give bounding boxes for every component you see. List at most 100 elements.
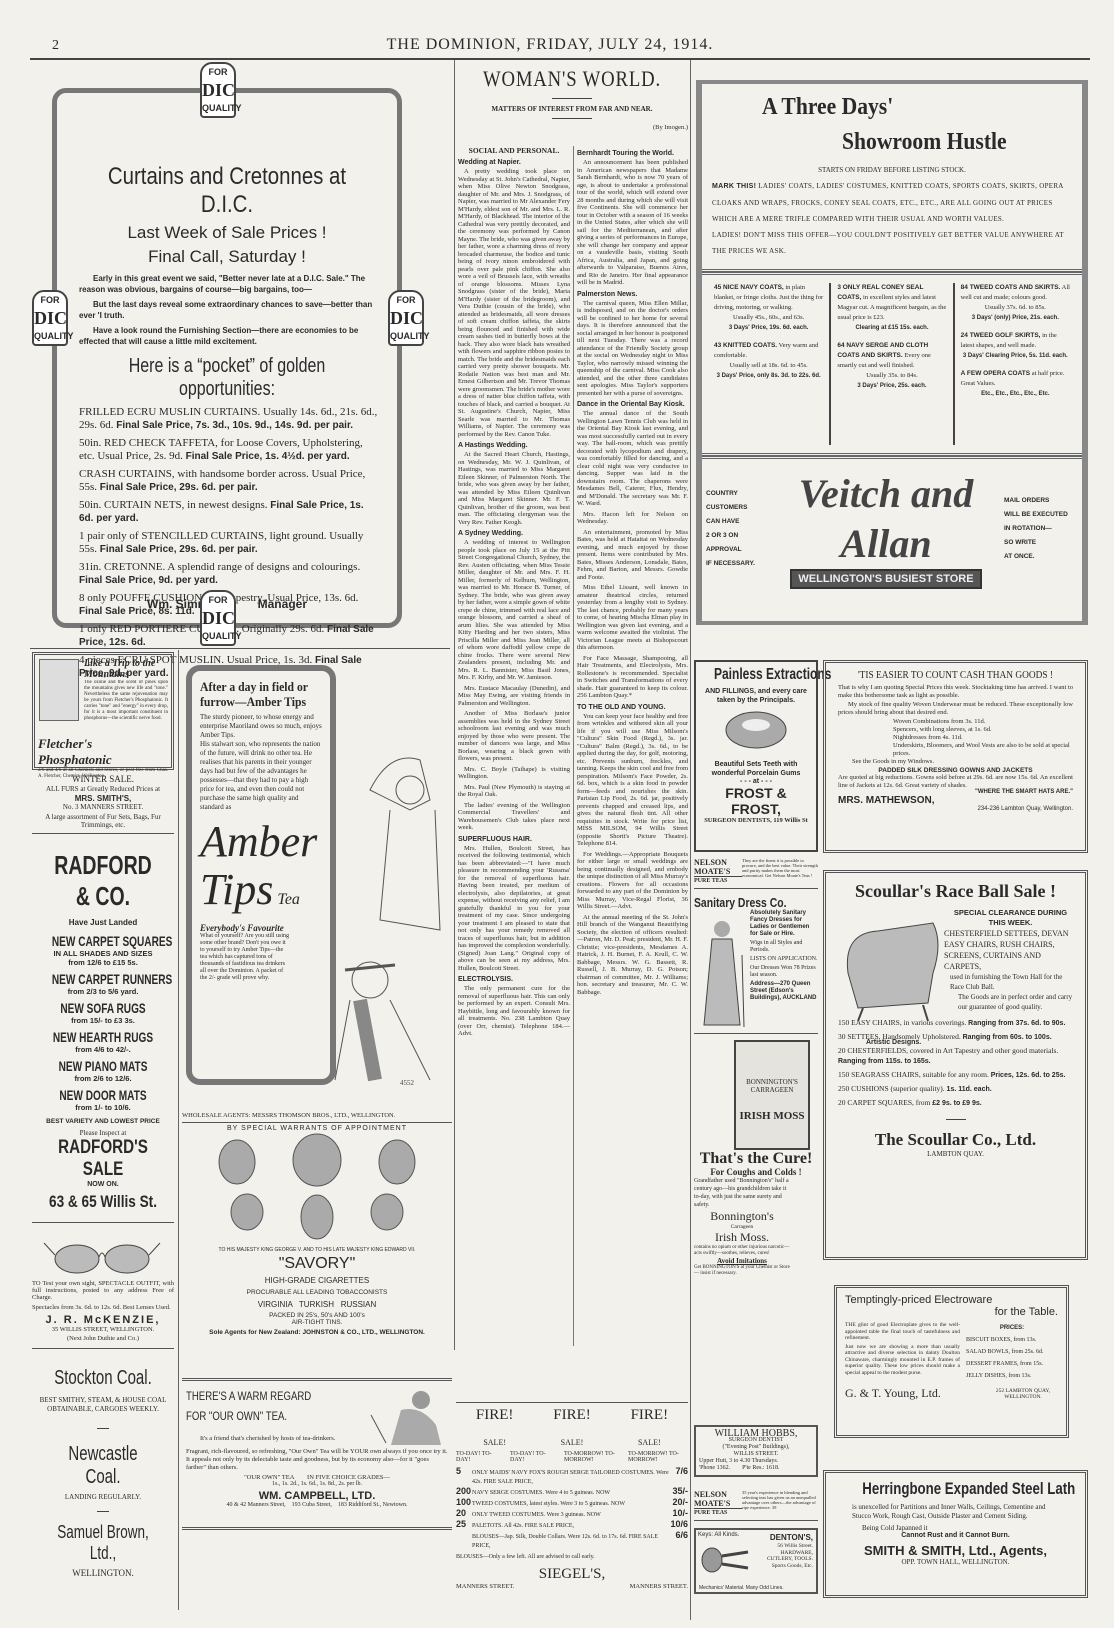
scoullar-item-text: 20 CHESTERFIELDS, covered in Art Tapestr…	[838, 1046, 1059, 1055]
radford-inspect: Please Inspect at	[79, 1129, 127, 1137]
mathewson-name: MRS. MATHEWSON,	[838, 795, 935, 806]
tea-lady-illustration-icon	[370, 1391, 441, 1445]
article-heading: ELECTROLYSIS.	[458, 976, 513, 983]
coal-ad: Stockton Coal. BEST SMITHY, STEAM, & HOU…	[32, 1348, 174, 1578]
lath-agents: SMITH & SMITH, Ltd., Agents,	[864, 1543, 1047, 1558]
article-paragraph: Another of Miss Borlase's junior assembl…	[458, 710, 570, 762]
article-paragraph: The ladies' evening of the Wellington Co…	[458, 801, 570, 832]
dic-item-price: Final Sale Price, 9d. per yard.	[79, 575, 218, 586]
offer-text: in the latest shapes, and well made.	[960, 332, 1057, 349]
amber-brand: Tea	[277, 891, 300, 908]
bottle-label: IRISH MOSS	[739, 1110, 805, 1122]
scoullar-item-price: Ranging from 115s. to 165s.	[838, 1058, 931, 1065]
dic-ad: Curtains and Cretonnes at D.I.C. Last We…	[52, 88, 402, 679]
fire-heading: FIRE!	[630, 1407, 669, 1423]
dic-item-text: CRASH CURTAINS, with handsome border acr…	[79, 468, 366, 493]
scoullar-sub: SPECIAL CLEARANCE DURING THIS WEEK.	[953, 908, 1068, 927]
scoullar-item-text: 250 CUSHIONS (superior quality).	[838, 1084, 945, 1093]
bonnington-irish-moss: Irish Moss.	[714, 1230, 769, 1244]
mathewson-list-item: Nightdresses from 4s. 11d.	[893, 734, 963, 741]
divider	[694, 1033, 818, 1034]
veitch-ladies: LADIES! DON'T MISS THIS OFFER—YOU COULDN…	[712, 231, 1064, 255]
amber-agents: WHOLESALE AGENTS: MESSRS THOMSON BROS., …	[182, 1112, 452, 1123]
section-heading: SOCIAL AND PERSONAL.	[468, 146, 560, 155]
radford-ad: RADFORD & CO. Have Just Landed NEW CARPE…	[32, 834, 174, 1212]
veitch-note-line: MAIL ORDERS	[1004, 497, 1050, 504]
womans-world-column-1: SOCIAL AND PERSONAL. Wedding at Napier.A…	[458, 146, 570, 1346]
young-price-item: SALAD BOWLS, from 25s. 6d.	[966, 1349, 1044, 1355]
veitch-logo: Veitch and Allan	[798, 471, 974, 566]
article-paragraph: The only permanent cure for the removal …	[458, 985, 570, 1037]
veitch-note-line: WILL BE EXECUTED	[1004, 511, 1068, 518]
amber-para: What of yourself? Are you still using so…	[200, 933, 289, 981]
scoullar-caption: Artistic Designs.	[866, 1039, 922, 1046]
ourown-para: It's a friend that's cherished by hosts …	[200, 1435, 336, 1442]
hobbs-line: ("Evening Post" Buildings),	[722, 1444, 790, 1450]
armchair-icon	[846, 922, 939, 1022]
frost-head: Painless Extractions	[714, 666, 832, 683]
offer-usual: Usually sell at 18s. 6d. to 45s.	[729, 362, 808, 369]
dentons-keys: Keys: All Kinds.	[698, 1532, 740, 1538]
bonnington-para: contains no opium or other injurious nar…	[694, 1245, 790, 1256]
nelson-logo-line: NELSON	[694, 858, 727, 867]
radford-sub: Have Just Landed	[68, 918, 138, 927]
sanitary-dress-ad: Sanitary Dress Co. Absolutely Sanitary F…	[694, 895, 818, 1035]
offer-text: at half price. Great Values.	[960, 370, 1065, 387]
siegel-price: 6/6	[675, 1530, 688, 1540]
dic-item-price: Final Sale Price, 29s. 6d. per pair.	[99, 482, 258, 493]
ourown-address: 40 & 42 Manners Street, 193 Cuba Street,…	[226, 1502, 408, 1508]
dentons-foot: Mechanics' Material. Many Odd Lines.	[699, 1585, 784, 1591]
smith-line: A large assortment of Fur Sets, Bags, Fu…	[45, 813, 161, 829]
dic-sub1: Last Week of Sale Prices !	[127, 223, 327, 242]
masthead-title: THE DOMINION, FRIDAY, JULY 24, 1914.	[386, 36, 714, 53]
scoullar-item: 250 CUSHIONS (superior quality). 1s. 11d…	[838, 1084, 1073, 1095]
veitch-head: Showroom Hustle	[842, 129, 1007, 155]
mathewson-subhead: PADDED SILK DRESSING GOWNS AND JACKETS	[878, 767, 1033, 774]
dic-title: Curtains and Cretonnes at D.I.C.	[107, 163, 347, 218]
scoullar-item: 150 SEAGRASS CHAIRS, suitable for any ro…	[838, 1070, 1073, 1081]
mckenzie-name: J. R. McKENZIE,	[45, 1314, 161, 1326]
offer-text: All well cut and made; colours good.	[960, 284, 1070, 301]
divider	[30, 648, 450, 649]
veitch-note-line: SO WRITE	[1004, 539, 1037, 546]
savory-and: AND	[303, 1247, 314, 1253]
hobbs-line: 'Phone 1362. P'te Res.: 1618.	[699, 1465, 780, 1471]
scoullar-item: 20 CARPET SQUARES, from £2 9s. to £9 9s.	[838, 1098, 1073, 1109]
frost-ad: Painless Extractions AND FILLINGS, and e…	[694, 660, 832, 852]
lath-address: OPP. TOWN HALL, WELLINGTON.	[901, 1558, 1010, 1566]
day-label: TO-MORROW! TO-MORROW!	[628, 1451, 679, 1463]
veitch-offer: A FEW OPERA COATS at half price. Great V…	[961, 369, 1070, 399]
offer-text: in excellent styles and latest Magyar cu…	[837, 294, 947, 321]
siegels-ad: FIRE!FIRE!FIRE! SALE!SALE!SALE! TO-DAY! …	[456, 1402, 688, 1590]
mathewson-para: My stock of fine quality Woven Underwear…	[838, 701, 1073, 716]
offer-usual: Usually 35s. to 84s.	[866, 372, 918, 379]
scoullar-item-price: Ranging from 37s. 6d. to 90s.	[968, 1020, 1066, 1027]
sanitary-text: LISTS ON APPLICATION.	[750, 956, 818, 962]
scoullar-item-text: 30 SETTEES, Handsomely Upholstered.	[838, 1032, 961, 1041]
veitch-offer-column: 84 TWEED COATS AND SKIRTS. All well cut …	[955, 283, 1076, 445]
veitch-banner: WELLINGTON'S BUSIEST STORE	[790, 569, 982, 589]
coal-body: BEST SMITHY, STEAM, & HOUSE COAL OBTAINA…	[39, 1396, 167, 1413]
lath-para: Cannot Rust and it Cannot Burn.	[901, 1532, 1010, 1539]
smith-ad: WINTER SALE. ALL FURS at Greatly Reduced…	[32, 770, 174, 834]
dic-item-list: FRILLED ECRU MUSLIN CURTAINS. Usually 14…	[57, 406, 397, 680]
dic-para: But the last days reveal some extraordin…	[79, 300, 373, 320]
siegel-desc: ONLY MAIDS' NAVY FOX'S ROUGH SERGE TAILO…	[472, 1470, 669, 1485]
siegel-note: BLOUSES—Only a few left. All are advised…	[456, 1554, 595, 1560]
dic-item: 1 pair only of STENCILLED CURTAINS, ligh…	[79, 530, 379, 556]
radford-price: from 2/6 to 12/6.	[74, 1074, 132, 1083]
siegel-price: 7/6	[675, 1466, 688, 1476]
dic-para: Early in this great event we said, "Bett…	[79, 274, 366, 294]
siegel-item: BLOUSES—Jap. Silk, Double Collars. Were …	[456, 1531, 688, 1551]
article-heading: Dance in the Oriental Bay Kiosk.	[577, 401, 685, 408]
article-paragraph: A wedding of interest to Wellington peop…	[458, 539, 570, 681]
mckenzie-body: TO Test your own sight, SPECTACLE OUTFIT…	[32, 1280, 174, 1301]
dic-item: 50in. RED CHECK TAFFETA, for Loose Cover…	[79, 437, 379, 463]
scoullar-item-price: Prices, 12s. 6d. to 25s.	[990, 1072, 1066, 1079]
amber-brand: Amber	[200, 817, 318, 866]
bonnington-avoid: Avoid Imitations	[717, 1257, 767, 1265]
